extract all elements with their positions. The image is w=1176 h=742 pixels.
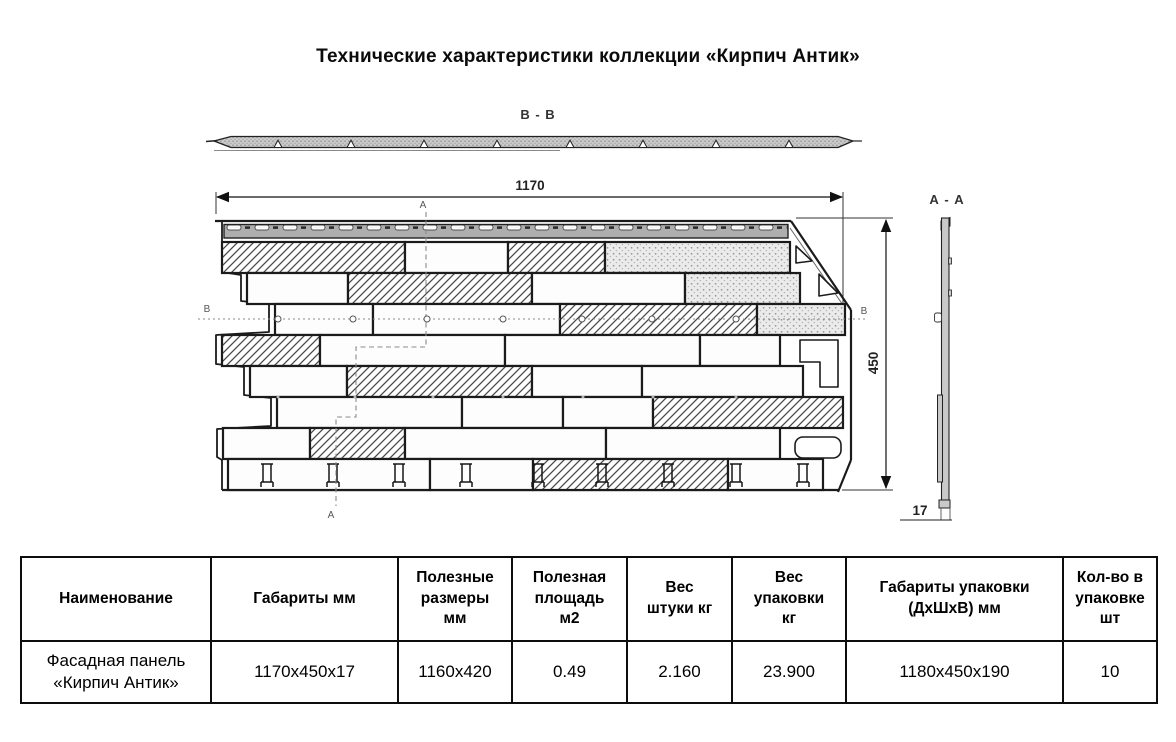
col-header-4: Полезная площадь м2 bbox=[511, 556, 628, 642]
dim-width: 1170 bbox=[215, 178, 844, 310]
col-header-6: Вес упаковки кг bbox=[731, 556, 847, 642]
brick-rows bbox=[220, 240, 847, 492]
brick-row-6 bbox=[275, 395, 845, 430]
col-header-3: Полезные размеры мм bbox=[397, 556, 513, 642]
dim-thickness: 17 bbox=[900, 503, 952, 521]
col-header-8: Кол-во в упаковке шт bbox=[1062, 556, 1158, 642]
brick-row-1 bbox=[220, 240, 792, 275]
spec-cell-r1-c7: 1180х450х190 bbox=[845, 640, 1064, 704]
spec-table-body: Фасадная панель «Кирпич Антик»1170х450х1… bbox=[20, 640, 1158, 704]
section-bb: В - В bbox=[205, 107, 862, 151]
technical-drawing: В - В 1170 bbox=[198, 107, 964, 521]
panel-front-view: А А В В bbox=[198, 200, 868, 521]
section-aa-label: А - А bbox=[929, 192, 964, 207]
spec-table-row-1: Фасадная панель «Кирпич Антик»1170х450х1… bbox=[20, 640, 1158, 704]
col-header-7: Габариты упаковки (ДхШхВ) мм bbox=[845, 556, 1064, 642]
spec-cell-r1-c1: Фасадная панель «Кирпич Антик» bbox=[20, 640, 212, 704]
dim-height-value: 450 bbox=[866, 352, 881, 375]
page-title: Технические характеристики коллекции «Ки… bbox=[316, 46, 860, 67]
col-header-2: Габариты мм bbox=[210, 556, 399, 642]
fastener-holes bbox=[274, 315, 740, 323]
spec-cell-r1-c8: 10 bbox=[1062, 640, 1158, 704]
brick-row-4 bbox=[220, 333, 782, 368]
dim-height: 450 bbox=[796, 217, 893, 491]
section-bb-profile bbox=[205, 135, 862, 151]
section-bb-label: В - В bbox=[520, 107, 555, 122]
spec-cell-r1-c4: 0.49 bbox=[511, 640, 628, 704]
mounting-clips bbox=[260, 463, 810, 487]
cut-line-a: А А bbox=[328, 200, 427, 521]
nail-strip bbox=[223, 223, 789, 239]
brick-row-7 bbox=[221, 426, 782, 461]
pilot-holes bbox=[276, 395, 738, 399]
cut-marker-b-left: В bbox=[204, 304, 211, 315]
corner-cutouts bbox=[794, 245, 842, 459]
spec-cell-r1-c5: 2.160 bbox=[626, 640, 733, 704]
spec-cell-r1-c2: 1170х450х17 bbox=[210, 640, 399, 704]
section-aa-profile bbox=[934, 216, 952, 509]
cut-marker-a-bottom: А bbox=[328, 510, 335, 521]
col-header-1: Наименование bbox=[20, 556, 212, 642]
brick-row-5 bbox=[248, 364, 805, 399]
cut-marker-a-top: А bbox=[420, 200, 427, 211]
section-aa: А - А 17 bbox=[900, 192, 964, 521]
brick-row-8 bbox=[226, 457, 825, 492]
cut-line-b: В В bbox=[198, 304, 868, 323]
cut-marker-b-right: В bbox=[861, 306, 868, 317]
col-header-5: Вес штуки кг bbox=[626, 556, 733, 642]
brick-row-2 bbox=[245, 271, 802, 306]
spec-cell-r1-c3: 1160х420 bbox=[397, 640, 513, 704]
dim-width-value: 1170 bbox=[515, 178, 544, 193]
spec-cell-r1-c6: 23.900 bbox=[731, 640, 847, 704]
dim-thickness-value: 17 bbox=[912, 503, 927, 518]
bb-notches bbox=[273, 139, 794, 148]
